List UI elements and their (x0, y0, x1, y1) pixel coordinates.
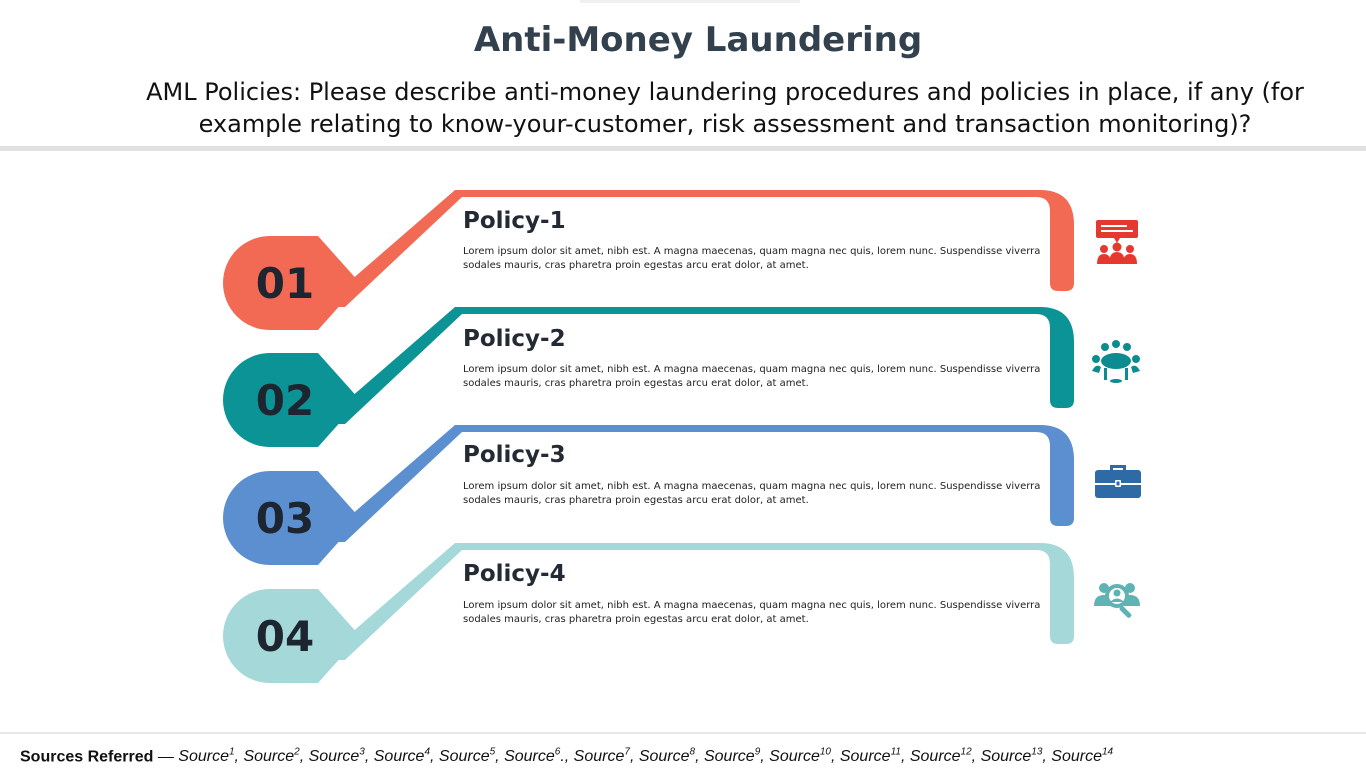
policy-2-number-tag (223, 353, 360, 447)
policy-2-number: 02 (256, 376, 314, 425)
page-title: Anti-Money Laundering (473, 20, 923, 60)
source-ref-11: Source11, (839, 747, 910, 766)
source-ref-3: Source3, (308, 747, 374, 766)
source-ref-10: Source10, (769, 747, 840, 766)
policy-4-number: 04 (256, 612, 314, 661)
question-text: AML Policies: Please describe anti-money… (146, 78, 1304, 138)
source-ref-13: Source13, (980, 747, 1052, 766)
source-ref-5: Source5, (438, 747, 505, 766)
policy-1-number: 01 (256, 259, 314, 308)
presentation-group-icon (1096, 220, 1138, 264)
policy-4-description: Lorem ipsum dolor sit amet, nibh est. A … (463, 600, 1041, 625)
source-ref-12: Source12, (909, 747, 981, 766)
policy-1-description: Lorem ipsum dolor sit amet, nibh est. A … (463, 246, 1041, 271)
number-tags: 01 02 03 04 (223, 236, 360, 683)
policy-4-title: Policy-4 (463, 561, 566, 587)
top-decoration (580, 0, 800, 3)
source-ref-9: Source9, (703, 747, 770, 766)
policy-3-description: Lorem ipsum dolor sit amet, nibh est. A … (463, 481, 1041, 506)
policy-3-number-tag (223, 471, 360, 565)
footer-divider (0, 732, 1366, 734)
policy-2-description: Lorem ipsum dolor sit amet, nibh est. A … (463, 364, 1041, 389)
source-ref-7: Source7, (573, 747, 639, 766)
header-divider (0, 146, 1366, 151)
source-ref-2: Source2, (243, 747, 309, 766)
policy-3-number: 03 (256, 494, 314, 543)
sources-referred: Sources Referred — Source1, Source2, Sou… (20, 747, 1360, 766)
source-ref-8: Source8, (638, 747, 704, 766)
source-ref-4: Source4, (373, 747, 439, 766)
policy-2-title: Policy-2 (463, 326, 566, 352)
user-search-icon (1094, 583, 1140, 618)
policy-3-title: Policy-3 (463, 442, 566, 468)
source-ref-1: Source1, (178, 747, 244, 766)
source-ref-6: Source6., (504, 747, 574, 766)
policy-1-title: Policy-1 (463, 208, 566, 234)
sources-label: Sources Referred (20, 748, 154, 766)
meeting-table-icon (1092, 340, 1140, 383)
policy-1-number-tag (223, 236, 360, 330)
policy-4-number-tag (223, 589, 360, 683)
source-ref-14: Source14 (1051, 747, 1114, 766)
sources-separator: — (153, 748, 179, 766)
sources-list: Source1, Source2, Source3, Source4, Sour… (178, 747, 1114, 766)
briefcase-icon (1095, 465, 1141, 498)
